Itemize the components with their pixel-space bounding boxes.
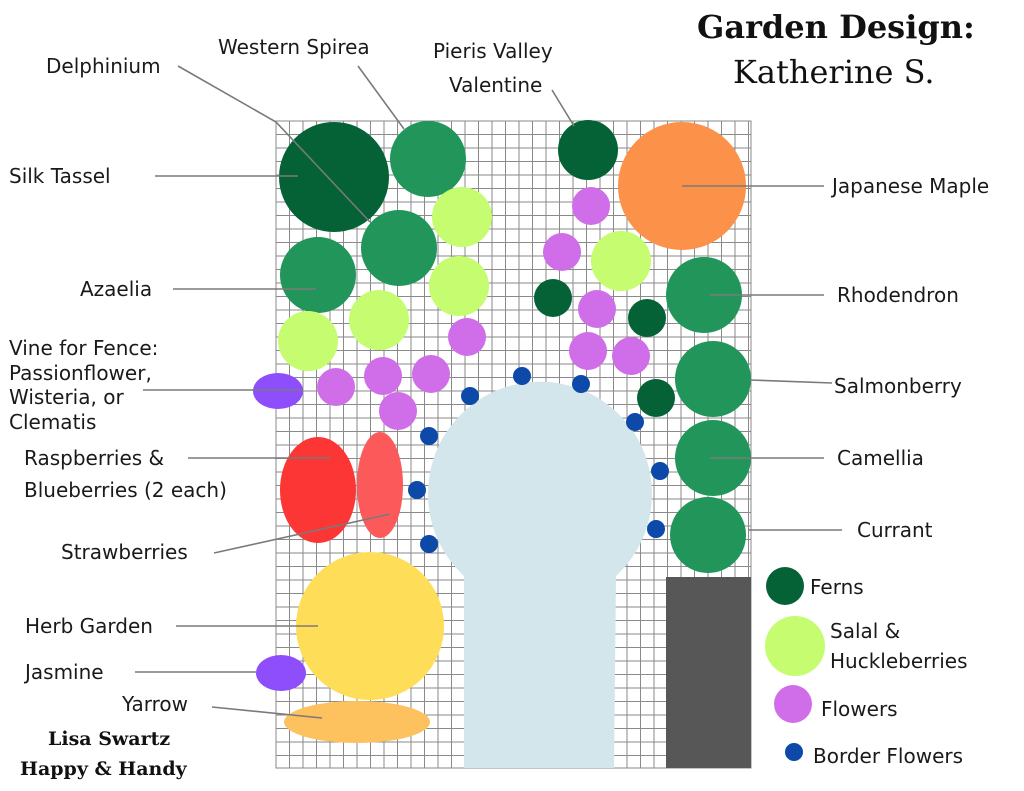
currant-plant xyxy=(670,497,746,573)
label-strawberries: Strawberries xyxy=(61,540,188,564)
flower-plant xyxy=(379,392,417,430)
flower-plant xyxy=(543,233,581,271)
label-silk-tassel: Silk Tassel xyxy=(9,164,111,188)
flower-plant xyxy=(364,357,402,395)
delphinium-plant xyxy=(361,210,437,286)
legend-salal-label-line-1: Salal & xyxy=(830,619,900,643)
vine-plant xyxy=(253,373,303,409)
fern-plant xyxy=(628,299,666,337)
label-rhodendron: Rhodendron xyxy=(837,283,959,307)
label-azaelia: Azaelia xyxy=(80,277,152,301)
label-jasmine: Jasmine xyxy=(23,660,104,684)
label-leaders xyxy=(135,65,842,719)
plant-layer xyxy=(253,120,751,743)
flower-plant xyxy=(412,355,450,393)
credit-line-2: Happy & Handy xyxy=(20,758,188,780)
flower-plant xyxy=(578,290,616,328)
salal-plant xyxy=(591,231,651,291)
shed-block xyxy=(666,577,751,768)
flower-plant xyxy=(572,187,610,225)
legend-border-flowers-swatch xyxy=(785,743,803,761)
label-delphinium: Delphinium xyxy=(46,54,161,78)
label-vine-line-3: Wisteria, or xyxy=(9,385,124,409)
silk-tassel-plant xyxy=(279,122,389,232)
label-vine-line-4: Clematis xyxy=(9,410,96,434)
garden-path xyxy=(428,381,653,768)
rhodendron-plant xyxy=(666,257,742,333)
strawberries-leader xyxy=(213,513,391,554)
label-raspberries-line-2: Blueberries (2 each) xyxy=(24,478,227,502)
salmonberry-plant xyxy=(675,341,751,417)
label-vine-line-2: Passionflower, xyxy=(9,361,152,385)
yarrow-leader xyxy=(211,706,323,719)
label-pieris-line-2: Valentine xyxy=(449,73,542,97)
herb-garden-plant xyxy=(296,552,444,700)
pieris-leader xyxy=(551,89,575,127)
raspberries-blueberries-plant xyxy=(280,437,356,543)
salmonberry-leader xyxy=(749,379,833,384)
salal-plant xyxy=(432,187,492,247)
strawberries-plant xyxy=(357,432,403,538)
border-flower-plant xyxy=(651,462,669,480)
delphinium-leader xyxy=(177,65,371,223)
border-flower-plant xyxy=(461,387,479,405)
border-flower-plant xyxy=(647,520,665,538)
label-raspberries-line-1: Raspberries & xyxy=(24,446,164,470)
pieris-valley-valentine-fern xyxy=(558,120,618,180)
legend-salal-swatch xyxy=(765,616,825,676)
border-flower-plant xyxy=(626,413,644,431)
flower-plant xyxy=(612,337,650,375)
label-pieris-line-1: Pieris Valley xyxy=(433,39,553,63)
border-flower-plant xyxy=(572,375,590,393)
legend-salal-label-line-2: Huckleberries xyxy=(830,649,968,673)
western-spirea-plant xyxy=(390,121,466,197)
label-camellia: Camellia xyxy=(837,446,924,470)
fern-plant xyxy=(534,279,572,317)
jasmine-plant xyxy=(256,655,306,691)
label-western-spirea: Western Spirea xyxy=(218,35,370,59)
legend-flowers-label: Flowers xyxy=(821,697,898,721)
label-herb-garden: Herb Garden xyxy=(25,614,153,638)
legend-ferns-swatch xyxy=(766,567,804,605)
label-yarrow: Yarrow xyxy=(121,692,188,716)
flower-plant xyxy=(317,368,355,406)
flower-plant xyxy=(448,318,486,356)
border-flower-plant xyxy=(513,367,531,385)
label-salmonberry: Salmonberry xyxy=(834,374,962,398)
border-flower-plant xyxy=(408,481,426,499)
border-flower-plant xyxy=(420,427,438,445)
western-spirea-leader xyxy=(357,65,405,130)
label-vine-line-1: Vine for Fence: xyxy=(9,336,158,360)
legend-ferns-label: Ferns xyxy=(810,575,864,599)
yarrow-plant xyxy=(284,701,430,743)
label-japanese-maple: Japanese Maple xyxy=(830,174,989,198)
azaelia-plant xyxy=(280,237,356,313)
credit-line-1: Lisa Swartz xyxy=(48,728,170,750)
legend-flowers-swatch xyxy=(774,685,812,723)
salal-plant xyxy=(429,256,489,316)
salal-plant xyxy=(278,311,338,371)
legend: Ferns Salal & Huckleberries Flowers Bord… xyxy=(765,567,968,768)
fern-plant xyxy=(637,379,675,417)
salal-plant xyxy=(349,290,409,350)
legend-border-flowers-label: Border Flowers xyxy=(813,744,963,768)
flower-plant xyxy=(569,332,607,370)
title-line-2: Katherine S. xyxy=(733,53,935,91)
border-flower-plant xyxy=(420,535,438,553)
title-line-1: Garden Design: xyxy=(697,8,975,46)
label-currant: Currant xyxy=(857,518,933,542)
